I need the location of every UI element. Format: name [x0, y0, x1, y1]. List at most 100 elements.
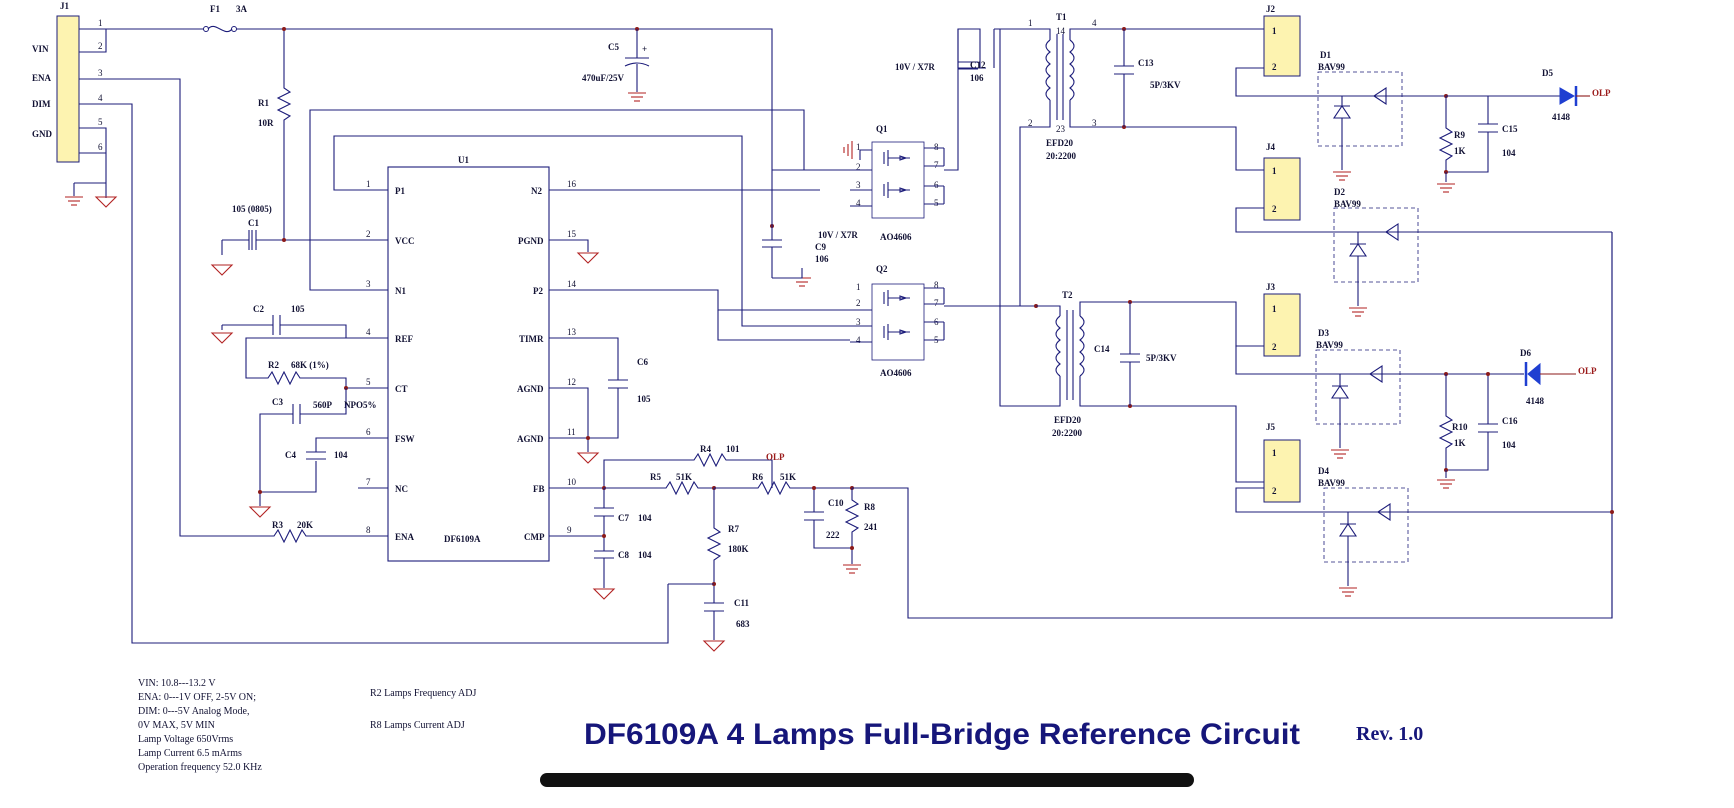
u1-pin-10-num: 10	[567, 477, 577, 487]
q2-pin-4: 4	[856, 335, 861, 345]
d1-ref-label: D1	[1320, 50, 1331, 60]
fuse-f1: F1 3A	[106, 4, 773, 170]
horizontal-scrollbar[interactable]	[540, 773, 1194, 787]
j1-pin-6: 6	[98, 142, 103, 152]
c12-ref-label: C12	[970, 60, 986, 70]
t1-ratio-label: 20:2200	[1046, 151, 1076, 161]
u1-pin-14-name: P2	[533, 286, 543, 296]
c12-value-label: 106	[970, 73, 984, 83]
u1-pin-10-name: FB	[533, 484, 545, 494]
j2-ref-label: J2	[1266, 4, 1276, 14]
u1-pin-7-name: NC	[395, 484, 408, 494]
u1-pin-8-name: ENA	[395, 532, 415, 542]
u1-pin-14-num: 14	[567, 279, 577, 289]
c13-value-label: 5P/3KV	[1150, 80, 1181, 90]
j1-pin-4: 4	[98, 93, 103, 103]
d4-part-label: BAV99	[1318, 478, 1345, 488]
j3-pin-2: 2	[1272, 342, 1277, 352]
t2-ratio-label: 20:2200	[1052, 428, 1082, 438]
j1-pin-5: 5	[98, 117, 103, 127]
d1-part-label: BAV99	[1318, 62, 1345, 72]
u1-pin-2-num: 2	[366, 229, 371, 239]
j1-pin-1: 1	[98, 18, 103, 28]
r5-value-label: 51K	[676, 472, 692, 482]
c14-ref-label: C14	[1094, 344, 1110, 354]
connector-j2: J2 1 2	[1235, 4, 1402, 97]
u1-pin-8-num: 8	[366, 525, 371, 535]
c5-plus-label: +	[642, 44, 647, 54]
q2-pin-1: 1	[856, 282, 861, 292]
c6-ref-label: C6	[637, 357, 648, 367]
mosfet-q1: Q1 AO4606 1 2 3 4 8 7 6 5	[843, 28, 981, 242]
c1-value-label: 105 (0805)	[232, 204, 272, 214]
adjust-notes: R2 Lamps Frequency ADJ R8 Lamps Current …	[370, 688, 476, 731]
r10-value-label: 1K	[1454, 438, 1466, 448]
u1-pin-15-num: 15	[567, 229, 577, 239]
u1-pin-1-num: 1	[366, 179, 371, 189]
j3-pin-1: 1	[1272, 304, 1277, 314]
c9-value-label: 106	[815, 254, 829, 264]
c10-ref-label: C10	[828, 498, 844, 508]
olp-label-d5: OLP	[1592, 88, 1611, 98]
j2-pin-2: 2	[1272, 62, 1277, 72]
spec-line-lamp-current: Lamp Current 6.5 mArms	[138, 748, 242, 759]
u1-pin-12-name: AGND	[517, 384, 544, 394]
j4-pin-2: 2	[1272, 204, 1277, 214]
r3-value-label: 20K	[297, 520, 313, 530]
diagram-title: DF6109A 4 Lamps Full-Bridge Reference Ci…	[584, 718, 1300, 751]
ic-u1: U1 DF6109A 1 P1 2 VCC 3 N1 4 REF 5 CT 6 …	[358, 155, 578, 562]
u1-pin-6-num: 6	[366, 427, 371, 437]
diode-d2: D2 BAV99	[1333, 187, 1419, 317]
r1-ref-label: R1	[258, 98, 269, 108]
c16-value-label: 104	[1502, 440, 1516, 450]
q1-pin-3: 3	[856, 180, 861, 190]
r8-value-label: 241	[864, 522, 878, 532]
u1-pin-9-name: CMP	[524, 532, 545, 542]
t1-ref-label: T1	[1056, 12, 1067, 22]
capacitor-c9: 10V / X7R C9 106	[762, 169, 858, 287]
t2-core-label: EFD20	[1054, 415, 1082, 425]
t1-pin-4: 4	[1092, 18, 1097, 28]
u1-pin-16-name: N2	[531, 186, 542, 196]
olp-label-d6: OLP	[1578, 366, 1597, 376]
q1-pin-4: 4	[856, 198, 861, 208]
c1-ref-label: C1	[248, 218, 259, 228]
u1-right-pins: 16 N2 15 PGND 14 P2 13 TIMR 12 AGND 11 A…	[517, 179, 578, 542]
connector-j3: J3 1 2	[1235, 282, 1402, 375]
c3-ref-label: C3	[272, 397, 283, 407]
c8-ref-label: C8	[618, 550, 629, 560]
spec-notes: VIN: 10.8---13.2 V ENA: 0---1V OFF, 2-5V…	[138, 678, 262, 773]
j1-pin-3: 3	[98, 68, 103, 78]
connector-j1: J1 VIN ENA DIM GND 1 2 3 4 5 6	[32, 1, 117, 208]
q2-ref-label: Q2	[876, 264, 888, 274]
u1-pin-3-num: 3	[366, 279, 371, 289]
u1-pin-5-name: CT	[395, 384, 408, 394]
u1-right-nets: C6 105 R4 101 OLP R5 51K R6 51K C7 104 C…	[577, 189, 1613, 652]
connector-j4: J4 1 2	[1235, 142, 1612, 233]
j4-pin-1: 1	[1272, 166, 1277, 176]
spec-line-lamp-voltage: Lamp Voltage 650Vrms	[138, 734, 233, 745]
r8-ref-label: R8	[864, 502, 875, 512]
q1-part-label: AO4606	[880, 232, 912, 242]
q2-pin-2: 2	[856, 298, 861, 308]
r6-value-label: 51K	[780, 472, 796, 482]
u1-pin-15-name: PGND	[518, 236, 544, 246]
r1-value-label: 10R	[258, 118, 274, 128]
adj-note-r8: R8 Lamps Current ADJ	[370, 720, 465, 731]
diode-d5: D5 4148 OLP	[1488, 68, 1611, 122]
j1-signal-gnd: GND	[32, 129, 53, 139]
q1-ref-label: Q1	[876, 124, 888, 134]
r7-ref-label: R7	[728, 524, 739, 534]
j1-signal-ena: ENA	[32, 73, 52, 83]
diode-d6: D6 4148 OLP	[1520, 348, 1597, 406]
transformer-t2: T2 EFD20 20:2200 C14 5P/3KV	[999, 29, 1264, 483]
d2-ref-label: D2	[1334, 187, 1345, 197]
t2-ref-label: T2	[1062, 290, 1073, 300]
r9-value-label: 1K	[1454, 146, 1466, 156]
r5-ref-label: R5	[650, 472, 661, 482]
c16-ref-label: C16	[1502, 416, 1518, 426]
u1-pin-9-num: 9	[567, 525, 572, 535]
q1-pin-5: 5	[934, 198, 939, 208]
t1-pin-1: 1	[1028, 18, 1033, 28]
capacitor-c1: 105 (0805) C1	[211, 204, 388, 276]
